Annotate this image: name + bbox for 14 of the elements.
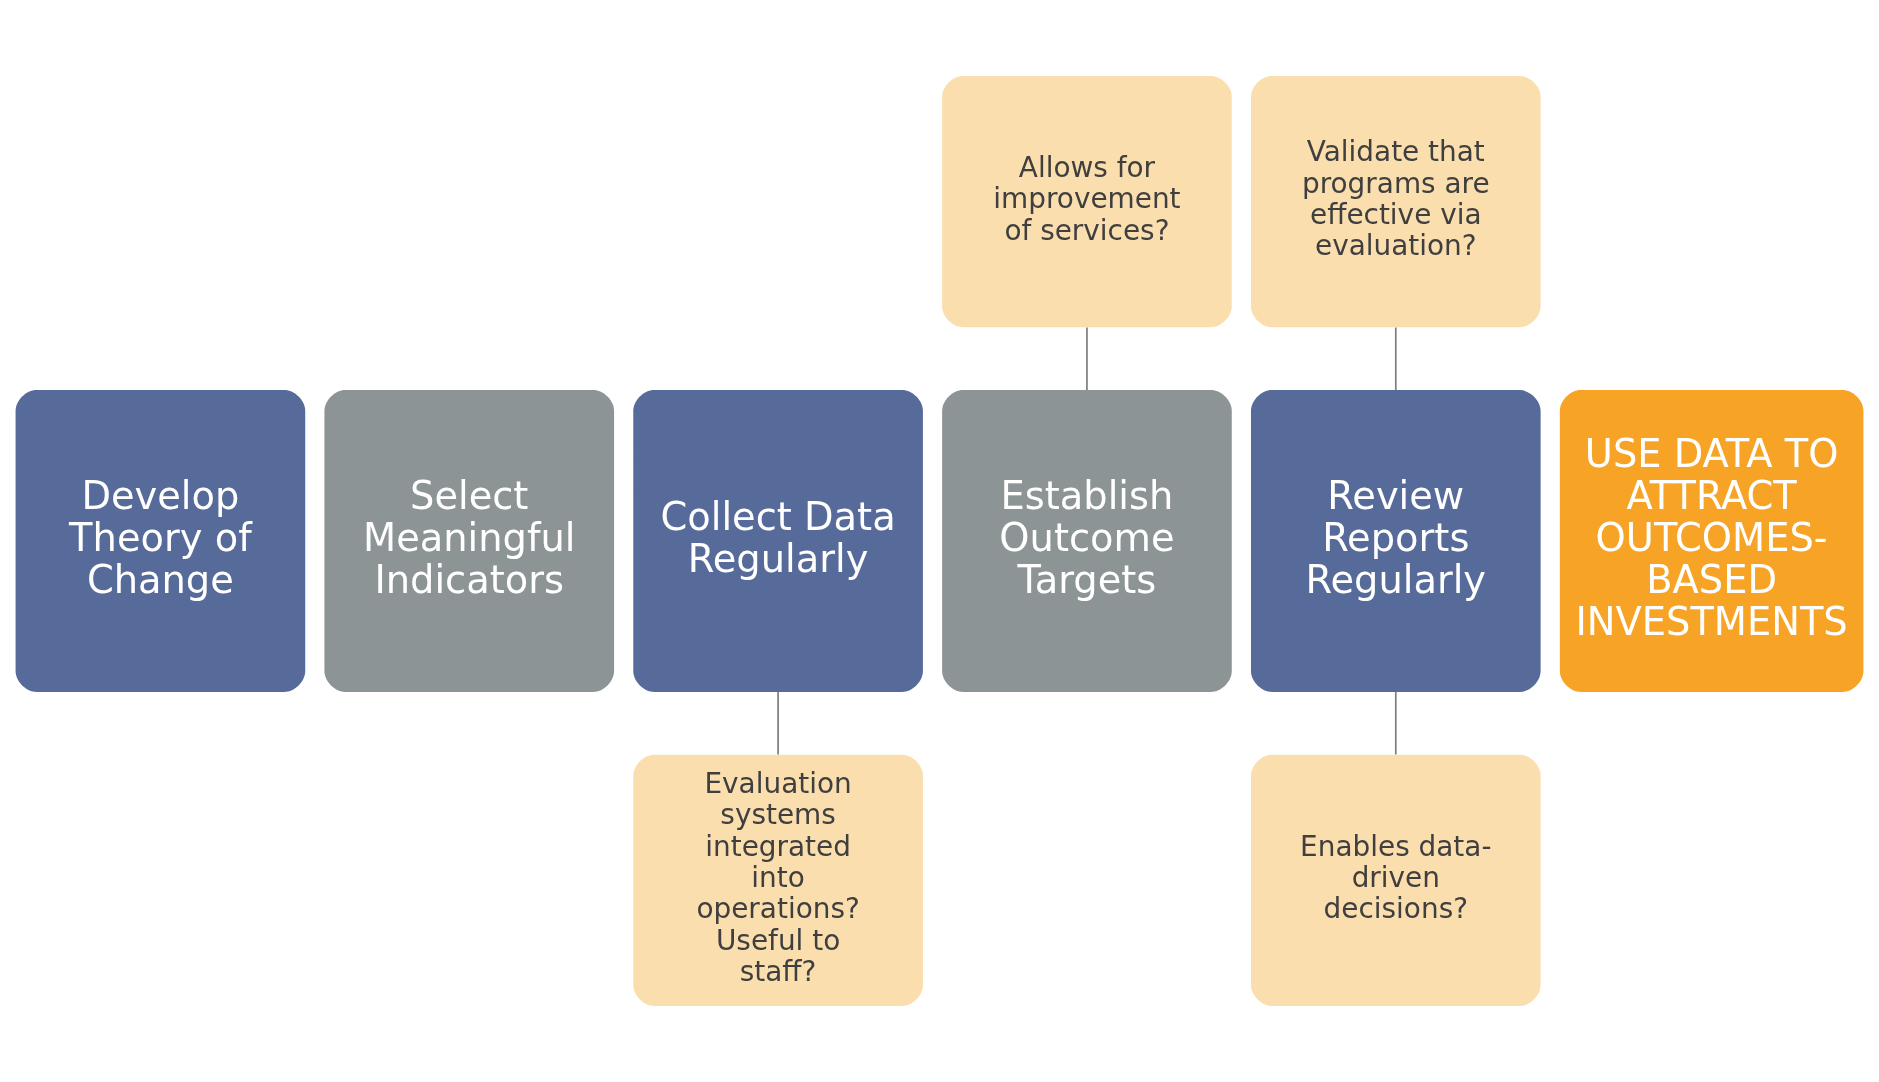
connector xyxy=(1086,326,1088,391)
node-box: USE DATA TO ATTRACT OUTCOMES-BASED INVESTMENTS xyxy=(1559,390,1864,692)
connector xyxy=(777,691,779,756)
node-box: Develop Theory of Change xyxy=(15,390,306,692)
node-box: Enables data-driven decisions? xyxy=(1250,754,1541,1006)
node-box: Collect Data Regularly xyxy=(633,390,923,692)
connector xyxy=(1394,326,1397,391)
node-box: Validate that programs are effective via evaluation? xyxy=(1250,76,1541,328)
node-box: Allows for improvement of services? xyxy=(942,76,1232,328)
node-box: Select Meaningful Indicators xyxy=(324,390,615,692)
node-box: Evaluation systems integrated into operations? Useful to staff? xyxy=(633,754,923,1006)
node-box: Review Reports Regularly xyxy=(1250,390,1541,692)
connector xyxy=(1394,691,1397,756)
node-box: Establish Outcome Targets xyxy=(942,390,1232,692)
